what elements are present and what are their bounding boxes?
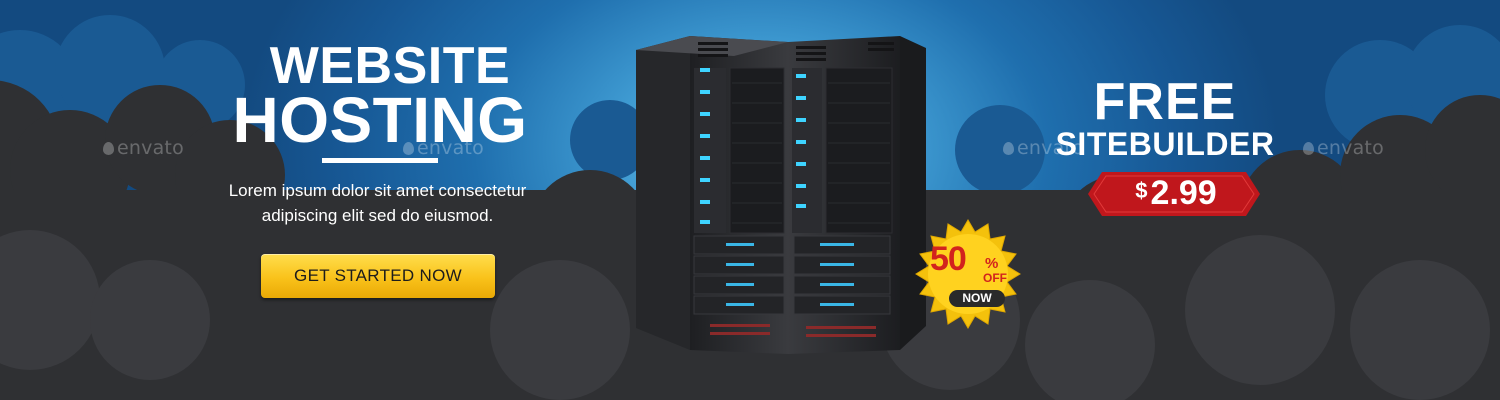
envato-watermark: envato	[1003, 137, 1084, 159]
badge-off-label: OFF	[983, 271, 1007, 285]
badge-percent: 50	[930, 240, 967, 278]
badge-percent-sign: %	[985, 255, 999, 272]
envato-watermark: envato	[1303, 137, 1384, 159]
promo-free-label: FREE	[1093, 73, 1237, 131]
server-rack-icon	[636, 36, 926, 354]
hero-description: Lorem ipsum dolor sit amet consectetur a…	[170, 178, 585, 228]
envato-watermark: envato	[103, 137, 184, 159]
starburst-badge-icon	[915, 219, 1021, 329]
badge-now-label: NOW	[949, 290, 1005, 307]
hero-description-line2: adipiscing elit sed do eiusmod.	[261, 206, 494, 225]
envato-leaf-icon	[1003, 142, 1014, 155]
price-amount: 2.99	[1150, 174, 1217, 212]
price-currency: $	[1135, 178, 1148, 203]
hero-title-line1: WEBSITE	[269, 37, 511, 95]
title-underline	[322, 158, 438, 163]
price-ribbon-icon	[1088, 172, 1260, 216]
envato-leaf-icon	[403, 142, 414, 155]
promo-price: $2.99	[1108, 173, 1244, 213]
hero-description-line1: Lorem ipsum dolor sit amet consectetur	[228, 181, 527, 200]
envato-leaf-icon	[103, 142, 114, 155]
get-started-button[interactable]: GET STARTED NOW	[261, 254, 495, 298]
envato-watermark: envato	[403, 137, 484, 159]
envato-leaf-icon	[1303, 142, 1314, 155]
promo-product-label: SITEBUILDER	[1055, 126, 1275, 162]
hero-title-line2: HOSTING	[232, 84, 528, 156]
